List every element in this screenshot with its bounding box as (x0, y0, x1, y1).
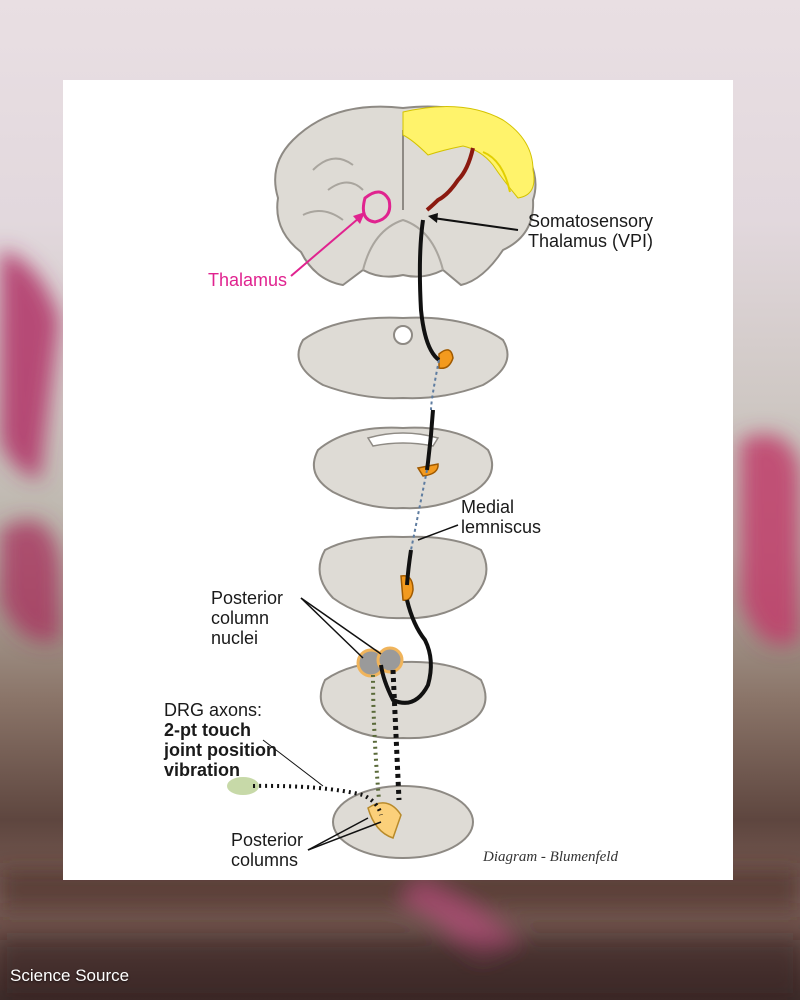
midbrain-section (297, 316, 509, 400)
photo-credit: Science Source (10, 966, 130, 985)
diagram-panel: Somatosensory Thalamus (VPI) Thalamus Me… (63, 80, 733, 880)
posterior-column-nuclei-label: Posterior column nuclei (211, 588, 284, 648)
ascending-pathway (252, 219, 441, 816)
drg-touch-label: 2-pt touch (164, 720, 251, 740)
medulla-section (318, 535, 488, 620)
pons-section (313, 426, 493, 510)
somatosensory-thalamus-label: Somatosensory Thalamus (VPI) (528, 211, 654, 251)
diagram-credit: Diagram - Blumenfeld (483, 849, 618, 865)
spinal-cord-section (227, 777, 474, 859)
medial-lemniscus-label: Medial lemniscus (461, 497, 542, 537)
drg-joint-label: joint position (164, 740, 277, 760)
brain-coronal-section (274, 105, 537, 287)
posterior-columns-label: Posterior columns (231, 830, 304, 870)
drg-vibration-label: vibration (164, 760, 241, 780)
dorsal-column-pathway-diagram (227, 105, 537, 859)
pointer-lines (262, 212, 519, 851)
drg-axons-label: DRG axons: (164, 700, 263, 720)
thalamus-label: Thalamus (208, 270, 288, 290)
caudal-medulla-section (319, 646, 487, 740)
